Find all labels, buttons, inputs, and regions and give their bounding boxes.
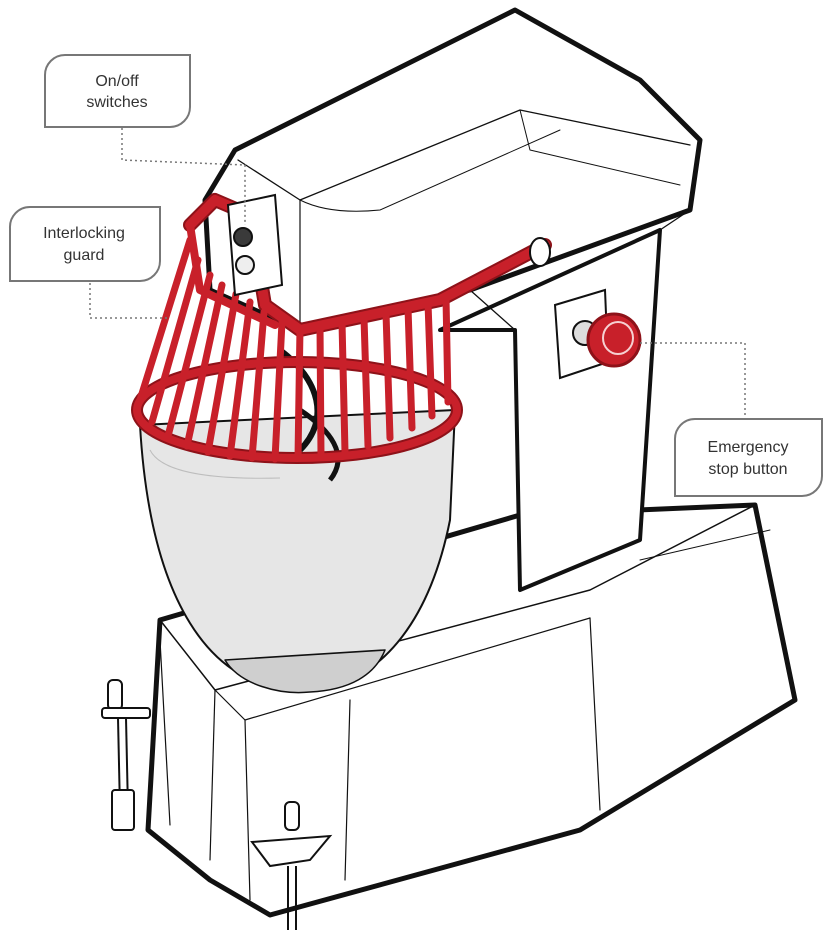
emergency-stop-button-icon bbox=[586, 312, 642, 368]
on-off-switch-panel bbox=[226, 193, 284, 297]
interlock-label-line1: Interlocking bbox=[43, 225, 125, 242]
leader-on-off bbox=[121, 128, 246, 225]
bench-clamp-front bbox=[250, 801, 333, 930]
mixing-bowl bbox=[139, 347, 456, 694]
callout-emergency-stop: Emergency stop button bbox=[673, 417, 823, 497]
on-off-label-line2: switches bbox=[86, 94, 147, 111]
interlocking-guard bbox=[131, 193, 552, 464]
emergency-stop-assembly bbox=[553, 288, 642, 380]
interlock-label-line2: guard bbox=[64, 247, 105, 264]
on-off-label-line1: On/off bbox=[95, 73, 139, 90]
estop-label-line1: Emergency bbox=[708, 439, 789, 456]
leader-emergency-stop bbox=[640, 342, 746, 418]
callout-interlocking-guard: Interlocking guard bbox=[8, 205, 161, 282]
off-switch-icon bbox=[235, 255, 255, 275]
callout-on-off-switches: On/off switches bbox=[44, 54, 191, 128]
estop-label-line2: stop button bbox=[708, 461, 787, 478]
bench-clamp-left bbox=[101, 679, 151, 831]
on-switch-icon bbox=[233, 227, 253, 247]
